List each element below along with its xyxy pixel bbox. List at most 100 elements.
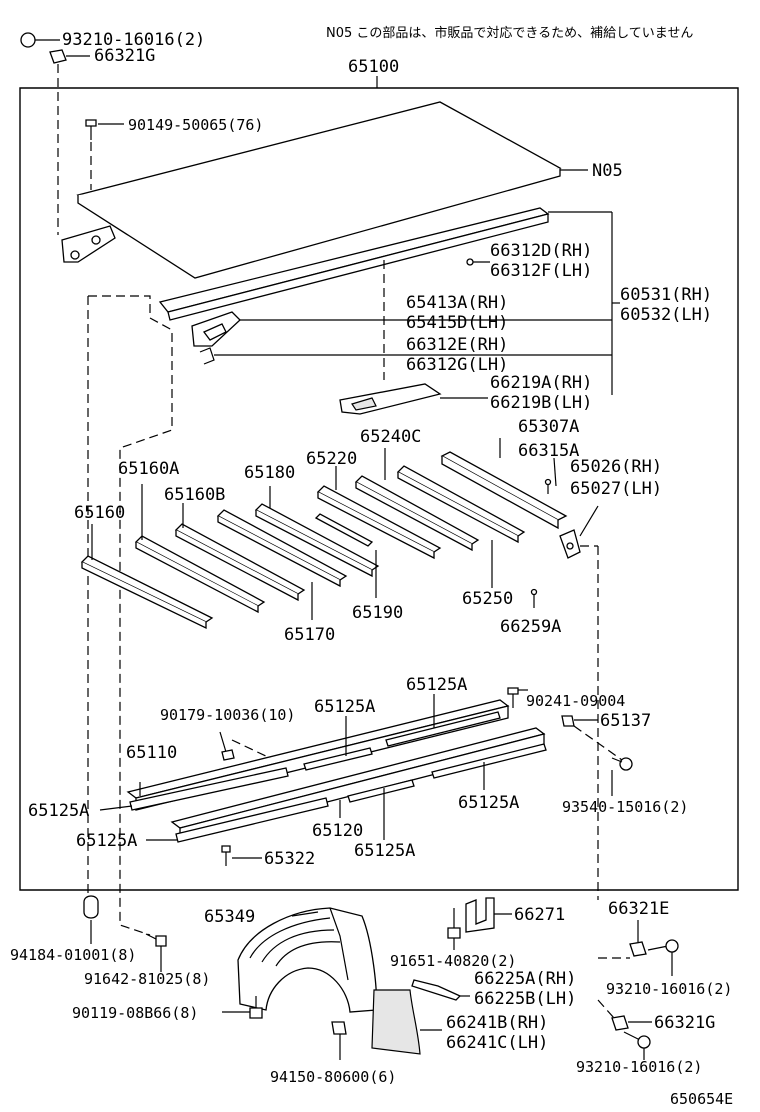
label-66315a: 66315A — [518, 441, 579, 461]
sill-65190 — [314, 513, 374, 547]
label-n05: N05 — [592, 161, 623, 181]
label-66321e: 66321E — [608, 899, 669, 919]
label-65110: 65110 — [126, 743, 177, 763]
note-n05: N05 この部品は、市販品で対応できるため、補給していません — [326, 25, 693, 41]
side-rail-60531 — [158, 207, 550, 321]
fender-65349 — [237, 907, 378, 1013]
label-65307a: 65307A — [518, 417, 579, 437]
bolt-94184-icon — [83, 895, 99, 919]
bolt-93210-r2-icon — [623, 1031, 651, 1049]
screw-90149-icon — [85, 119, 97, 140]
label-65190: 65190 — [352, 603, 403, 623]
floor-panel-n05 — [76, 101, 562, 279]
nut-66321e-icon — [629, 941, 647, 957]
label-60532: 60532(LH) — [620, 305, 712, 325]
nut-65137-icon — [561, 715, 575, 727]
bracket-66219a — [339, 383, 442, 415]
label-65125a-1: 65125A — [406, 675, 467, 695]
pin-66259a-icon — [530, 588, 538, 608]
bolt-90119-icon — [249, 996, 263, 1019]
sill-65250 — [396, 465, 526, 544]
sill-65220 — [316, 485, 442, 560]
label-65137: 65137 — [600, 711, 651, 731]
label-65415d: 65415D(LH) — [406, 313, 508, 333]
label-66219b: 66219B(LH) — [490, 393, 592, 413]
label-93210-r1: 93210-16016(2) — [606, 980, 732, 998]
sill-65160b — [174, 523, 306, 602]
bracket-66271 — [465, 897, 495, 933]
nut-94150-icon — [331, 1021, 347, 1035]
sill-65160a — [134, 535, 266, 614]
label-93210-r2: 93210-16016(2) — [576, 1058, 702, 1076]
label-65250: 65250 — [462, 589, 513, 609]
label-94184: 94184-01001(8) — [10, 946, 136, 964]
bolt-93540-icon — [611, 757, 633, 771]
label-66312e: 66312E(RH) — [406, 335, 508, 355]
label-65180: 65180 — [244, 463, 295, 483]
strip-65125a-c — [431, 743, 547, 779]
bolt-93210-top-icon — [20, 32, 60, 48]
label-65413a: 65413A(RH) — [406, 293, 508, 313]
label-66312f: 66312F(LH) — [490, 261, 592, 281]
bolt-91651-icon — [447, 908, 461, 939]
label-66312d: 66312D(RH) — [490, 241, 592, 261]
label-65220: 65220 — [306, 449, 357, 469]
label-65125a-5: 65125A — [76, 831, 137, 851]
label-90149: 90149-50065(76) — [128, 116, 263, 134]
label-65160: 65160 — [74, 503, 125, 523]
corner-65026-icon — [559, 529, 581, 559]
label-65349: 65349 — [204, 907, 255, 927]
label-66321g-r: 66321G — [654, 1013, 715, 1033]
nut-66321g-r-icon — [611, 1015, 629, 1031]
label-91642: 91642-81025(8) — [84, 970, 210, 988]
strip-65125a-d — [347, 779, 415, 803]
bolt-90241-icon — [507, 687, 519, 708]
label-60531: 60531(RH) — [620, 285, 712, 305]
assembly-number: 65100 — [348, 57, 399, 77]
label-66225a: 66225A(RH) — [474, 969, 576, 989]
sill-65160 — [80, 555, 214, 630]
label-94150: 94150-80600(6) — [270, 1068, 396, 1086]
label-66312g: 66312G(LH) — [406, 355, 508, 375]
label-93210-top: 93210-16016(2) — [62, 30, 205, 50]
label-65027: 65027(LH) — [570, 479, 662, 499]
nut-66321g-top-icon — [49, 49, 67, 64]
assembly-65100-box — [19, 87, 739, 891]
label-65125a-3: 65125A — [28, 801, 89, 821]
nut-91642-icon — [145, 933, 167, 947]
strip-65125a-a — [385, 711, 501, 747]
label-90179: 90179-10036(10) — [160, 706, 295, 724]
sill-65307a — [440, 451, 568, 530]
bracket-65413a — [191, 311, 241, 347]
screw-65322-icon — [221, 845, 231, 866]
clip-66312e-icon — [199, 347, 215, 365]
bolt-90179-icon — [219, 731, 235, 761]
label-66225b: 66225B(LH) — [474, 989, 576, 1009]
label-65170: 65170 — [284, 625, 335, 645]
bracket-66225a — [411, 979, 462, 1001]
label-65160a: 65160A — [118, 459, 179, 479]
pin-66315a-icon — [544, 478, 552, 494]
label-65120: 65120 — [312, 821, 363, 841]
label-65125a-6: 65125A — [354, 841, 415, 861]
label-66241c: 66241C(LH) — [446, 1033, 548, 1053]
label-65026: 65026(RH) — [570, 457, 662, 477]
label-66219a: 66219A(RH) — [490, 373, 592, 393]
label-65322: 65322 — [264, 849, 315, 869]
label-91651: 91651-40820(2) — [390, 952, 516, 970]
pin-66312d-icon — [466, 258, 490, 266]
bolt-93210-r1-icon — [647, 939, 679, 953]
sill-65170 — [216, 509, 348, 588]
hinge-bracket-left — [61, 225, 116, 263]
footer-code: 650654E — [670, 1090, 733, 1108]
strip-65125a-b — [303, 747, 373, 771]
label-90241: 90241-09004 — [526, 692, 625, 710]
strip-65125a-e — [175, 797, 329, 843]
label-65240c: 65240C — [360, 427, 421, 447]
label-65160b: 65160B — [164, 485, 225, 505]
label-66321g-top: 66321G — [94, 46, 155, 66]
label-93540: 93540-15016(2) — [562, 798, 688, 816]
label-65125a-2: 65125A — [314, 697, 375, 717]
sill-65180 — [254, 503, 380, 578]
